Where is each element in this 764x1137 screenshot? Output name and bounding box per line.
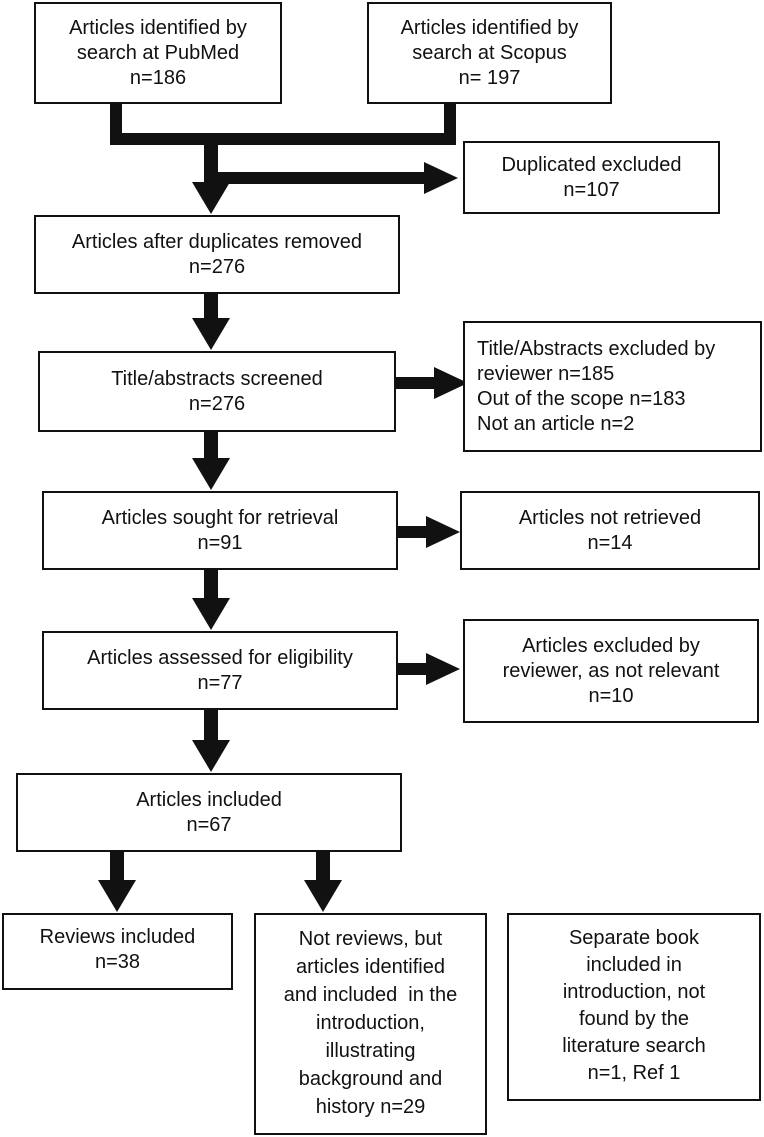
arrow-to-not-retrieved [426, 516, 460, 548]
line-to-included [204, 710, 218, 742]
line-to-screened [204, 294, 218, 320]
duplicates-excluded-line-1: Duplicated excluded [501, 153, 682, 176]
after-duplicates-line-1: Articles after duplicates removed [71, 230, 363, 253]
book-count: n=1, Ref 1 [587, 1062, 681, 1084]
scopus-box: Articles identified by search at Scopus … [367, 2, 612, 104]
line-to-screen-excluded [396, 377, 436, 389]
sought-box: Articles sought for retrieval n=91 [42, 491, 398, 570]
duplicates-excluded-box: Duplicated excluded n=107 [463, 141, 720, 214]
book-line-3: introduction, not [562, 981, 706, 1003]
not-reviews-line-5: illustrating [325, 1040, 416, 1062]
screened-count: n=276 [188, 392, 246, 415]
assessed-count: n=77 [197, 671, 243, 694]
eligibility-excluded-box: Articles excluded by reviewer, as not re… [463, 619, 759, 723]
included-count: n=67 [186, 813, 232, 836]
not-reviews-line-1: Not reviews, but [298, 928, 443, 950]
screen-excluded-out-of-scope: Out of the scope n=183 [477, 387, 686, 410]
arrow-to-sought [192, 458, 230, 490]
not-reviews-box: Not reviews, but articles identified and… [254, 913, 487, 1135]
not-reviews-line-2: articles identified [296, 956, 445, 978]
included-line-1: Articles included [136, 788, 282, 811]
merge-line [116, 133, 456, 145]
screen-excluded-box: Title/Abstracts excluded by reviewer n=1… [463, 321, 762, 452]
scopus-count: n= 197 [458, 66, 521, 89]
not-retrieved-line-1: Articles not retrieved [518, 506, 702, 529]
arrow-to-duplicates-excluded [424, 162, 458, 194]
line-to-sought [204, 432, 218, 460]
screen-excluded-not-article: Not an article n=2 [477, 412, 635, 435]
screen-excluded-line-2: reviewer n=185 [477, 362, 615, 385]
assessed-box: Articles assessed for eligibility n=77 [42, 631, 398, 710]
not-reviews-count: history n=29 [315, 1096, 426, 1118]
arrow-to-reviews [98, 880, 136, 912]
book-box: Separate book included in introduction, … [507, 913, 761, 1101]
screened-box: Title/abstracts screened n=276 [38, 351, 396, 432]
after-duplicates-box: Articles after duplicates removed n=276 [34, 215, 400, 294]
eligibility-excluded-line-1: Articles excluded by [522, 634, 700, 657]
arrow-to-screened [192, 318, 230, 350]
arrow-to-assessed [192, 598, 230, 630]
assessed-line-1: Articles assessed for eligibility [87, 646, 353, 669]
not-retrieved-box: Articles not retrieved n=14 [460, 491, 760, 570]
screen-excluded-line-1: Title/Abstracts excluded by [477, 337, 716, 360]
arrow-to-eligibility-excluded [426, 653, 460, 685]
reviews-box: Reviews included n=38 [2, 913, 233, 990]
scopus-line-2: search at Scopus [412, 41, 567, 64]
pubmed-count: n=186 [129, 66, 187, 89]
pubmed-box: Articles identified by search at PubMed … [34, 2, 282, 104]
scopus-line-1: Articles identified by [400, 16, 579, 39]
arrow-to-included [192, 740, 230, 772]
line-to-assessed [204, 570, 218, 600]
eligibility-excluded-count: n=10 [588, 684, 634, 707]
pubmed-line-1: Articles identified by [69, 16, 247, 39]
sought-line-1: Articles sought for retrieval [101, 506, 339, 529]
not-retrieved-count: n=14 [587, 531, 633, 554]
not-reviews-line-3: and included in the [283, 984, 458, 1006]
arrow-to-after-duplicates [192, 182, 230, 214]
not-reviews-line-4: introduction, [316, 1012, 425, 1034]
included-box: Articles included n=67 [16, 773, 402, 852]
book-line-4: found by the [578, 1008, 690, 1030]
reviews-line-1: Reviews included [39, 926, 196, 948]
line-to-reviews [110, 852, 124, 882]
arrow-to-screen-excluded [434, 367, 468, 399]
line-to-eligibility-excluded [398, 663, 428, 675]
book-line-1: Separate book [568, 927, 700, 949]
book-line-5: literature search [562, 1035, 706, 1057]
line-to-not-reviews [316, 852, 330, 882]
eligibility-excluded-line-2: reviewer, as not relevant [502, 659, 720, 682]
duplicates-excluded-count: n=107 [563, 178, 620, 201]
book-line-2: included in [586, 954, 682, 976]
reviews-count: n=38 [94, 951, 141, 973]
screened-line-1: Title/abstracts screened [111, 367, 323, 390]
not-reviews-line-6: background and [298, 1068, 443, 1090]
branch-to-duplicates-line [211, 172, 426, 184]
sought-count: n=91 [197, 531, 243, 554]
arrow-to-not-reviews [304, 880, 342, 912]
pubmed-line-2: search at PubMed [76, 41, 240, 64]
after-duplicates-count: n=276 [188, 255, 246, 278]
line-to-not-retrieved [398, 526, 428, 538]
